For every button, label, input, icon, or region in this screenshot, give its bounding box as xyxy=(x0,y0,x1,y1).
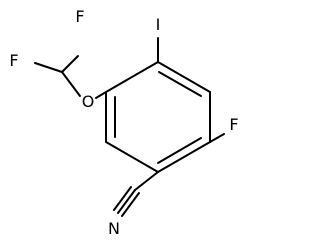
ring-bond-c3-c4 xyxy=(157,141,211,173)
molecule-drawing: F F O I F N xyxy=(9,7,238,238)
atom-label-fluorine-ring: F xyxy=(229,115,238,134)
atom-label-oxygen: O xyxy=(82,92,95,111)
bond-ring-to-oxygen xyxy=(95,91,107,99)
atom-label-fluorine-top: F xyxy=(75,7,84,26)
ring-double-bond-inner-1 xyxy=(158,71,202,97)
atom-label-nitrogen: N xyxy=(108,219,120,238)
ring-double-bond-inner-2 xyxy=(157,137,202,164)
structure-diagram: F F O I F N xyxy=(9,7,239,238)
bond-chf2-to-f-top xyxy=(61,55,79,73)
ring-bond-c4-c5 xyxy=(105,141,159,173)
bond-ring-to-nitrile-carbon xyxy=(134,171,159,191)
bond-ring-to-fluorine xyxy=(209,133,225,143)
nitrile-triple-bond-2 xyxy=(113,186,132,211)
atom-label-fluorine-left: F xyxy=(9,51,18,70)
bond-chf2-to-f-left xyxy=(34,62,63,73)
atom-label-iodine: I xyxy=(156,15,161,34)
nitrile-triple-bond-3 xyxy=(121,192,140,217)
bond-oxygen-to-chf2 xyxy=(61,71,81,97)
nitrile-triple-bond-1 xyxy=(117,189,136,214)
ring-bond-c6-c1 xyxy=(105,61,159,93)
ring-bond-c1-c2 xyxy=(157,61,211,93)
